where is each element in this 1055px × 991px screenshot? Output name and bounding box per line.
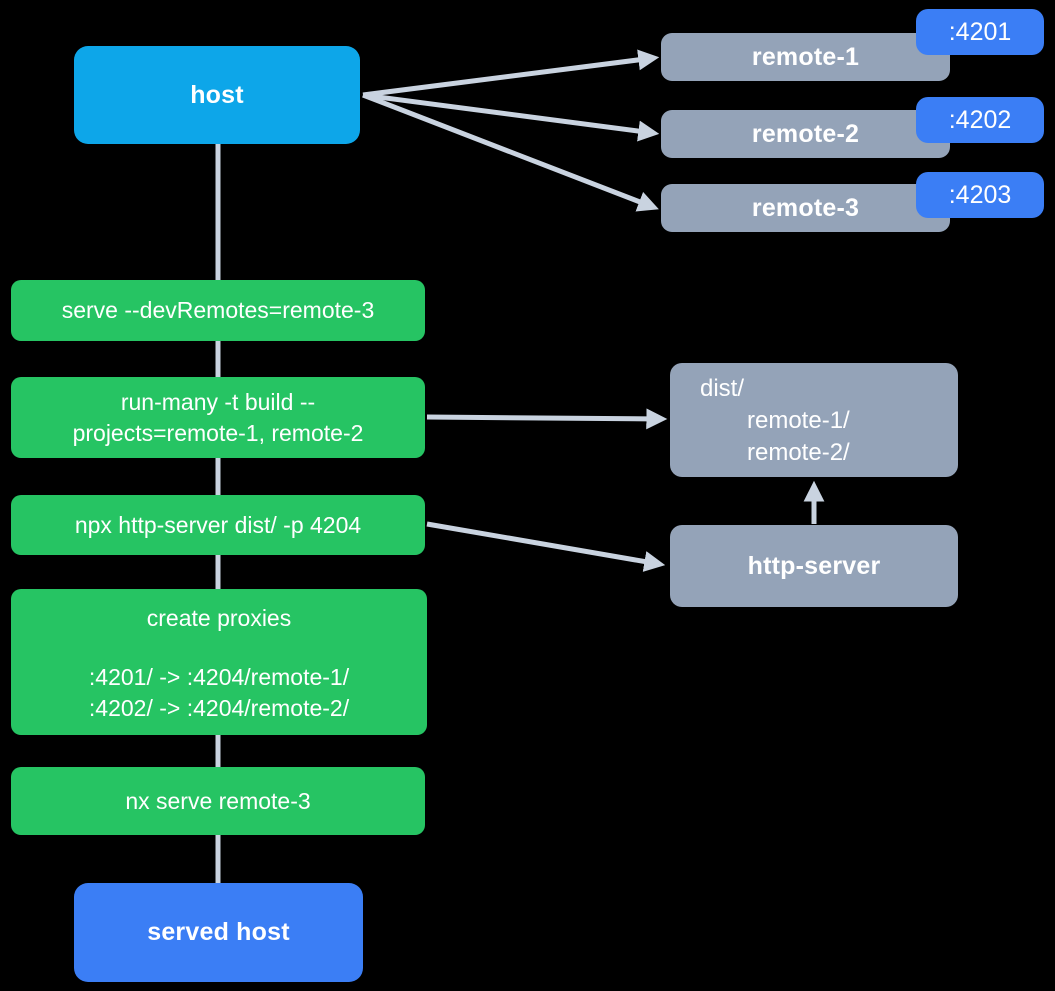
step-serve-dev-remotes-text: serve --devRemotes=remote-3 (61, 297, 375, 323)
step-npx-http-server-text: npx http-server dist/ -p 4204 (74, 511, 362, 538)
node-host: host (74, 46, 360, 144)
step-run-many-build: run-many -t build -- projects=remote-1, … (11, 377, 425, 458)
served-host-label: served host (147, 918, 290, 946)
host-label: host (190, 80, 244, 109)
remote-1-label: remote-1 (751, 42, 860, 71)
port-badge-4202: :4202 (916, 97, 1044, 143)
step-create-proxies-rule-2: :4202/ -> :4204/remote-2/ (88, 695, 350, 721)
node-http-server: http-server (670, 525, 958, 607)
node-remote-1: remote-1 (661, 33, 950, 81)
dist-folder-root: dist/ (700, 375, 745, 402)
step-npx-http-server: npx http-server dist/ -p 4204 (11, 495, 425, 555)
step-create-proxies-title: create proxies (146, 605, 292, 631)
edge-host-to-remote-3 (362, 92, 659, 212)
port-badge-4203: :4203 (916, 172, 1044, 218)
node-served-host: served host (74, 883, 363, 982)
step-create-proxies-rule-1: :4201/ -> :4204/remote-1/ (88, 664, 350, 690)
node-remote-2: remote-2 (661, 110, 950, 158)
step-run-many-build-line-1: run-many -t build -- (120, 388, 316, 415)
step-serve-dev-remotes: serve --devRemotes=remote-3 (11, 280, 425, 341)
node-remote-3: remote-3 (661, 184, 950, 232)
remote-3-label: remote-3 (751, 193, 860, 222)
step-create-proxies: create proxies :4201/ -> :4204/remote-1/… (11, 589, 427, 735)
http-server-label: http-server (747, 551, 881, 580)
edge-host-to-remote-1 (362, 49, 660, 98)
edge-host-to-remote-2 (362, 92, 660, 142)
edge-build-to-dist (426, 408, 668, 430)
node-dist-folder: dist/ remote-1/ remote-2/ (670, 363, 958, 477)
dist-folder-remote-1: remote-1/ (747, 407, 850, 434)
port-4203-label: :4203 (948, 180, 1012, 209)
edge-npx-to-http-server (426, 521, 666, 572)
port-4202-label: :4202 (948, 105, 1012, 134)
dist-folder-remote-2: remote-2/ (747, 439, 850, 466)
step-nx-serve-remote-3: nx serve remote-3 (11, 767, 425, 835)
step-run-many-build-line-2: projects=remote-1, remote-2 (72, 419, 364, 446)
port-4201-label: :4201 (948, 17, 1012, 46)
remote-2-label: remote-2 (751, 119, 860, 148)
port-badge-4201: :4201 (916, 9, 1044, 55)
step-nx-serve-remote-3-text: nx serve remote-3 (125, 787, 311, 814)
